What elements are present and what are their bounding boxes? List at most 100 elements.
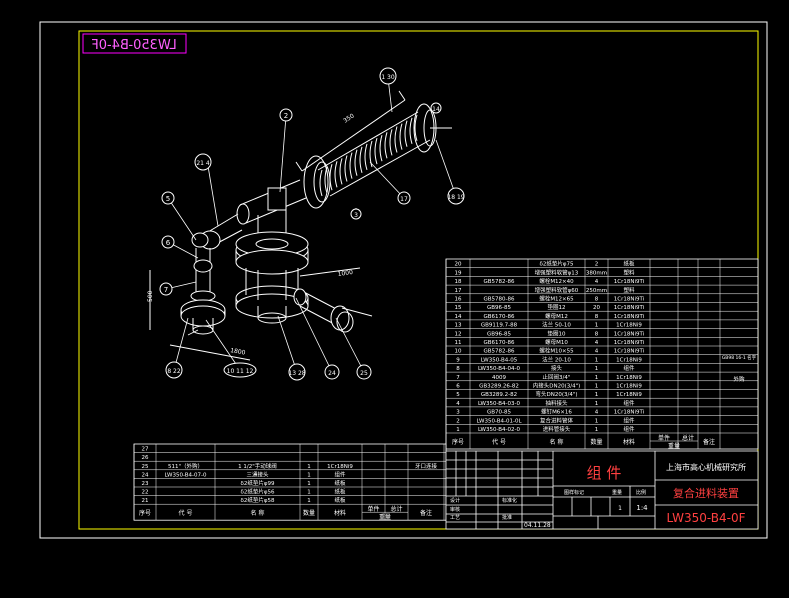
bom-cell-material: 1Cr18Ni9Ti (614, 297, 645, 303)
bom-cell-qty: 1 (595, 418, 599, 424)
tee-body (235, 205, 309, 275)
bom-cell-code: GB6170-86 (483, 340, 515, 346)
bom-cell-material: 纸板 (334, 488, 346, 496)
bom-cell-name: 三通接头 (246, 470, 269, 478)
bom-cell-no: 23 (142, 481, 149, 487)
bom-cell-no: 3 (456, 410, 460, 416)
left-branch (180, 213, 243, 335)
dim-line-top (301, 99, 406, 172)
assembly-label: 组 件 (587, 464, 622, 482)
bom-cell-qty: 1 (595, 392, 599, 398)
bom-cell-qty: 1 (307, 464, 311, 470)
balloon-21-4: 21 4 (194, 153, 212, 171)
bom-cell-code: LW350-B4-03-0 (478, 401, 521, 407)
bom-cell-code: GB5780-86 (483, 297, 515, 303)
bom-cell-no: 5 (456, 392, 460, 398)
bom-cell-no: 8 (456, 366, 460, 372)
bom-cell-no: 6 (456, 384, 460, 390)
balloon-14: 14 (430, 102, 442, 114)
bom-header-total: 总计 (682, 434, 694, 442)
hose-flange (303, 155, 329, 209)
bom-cell-code: GB3289.26-82 (479, 384, 519, 390)
dim-1000: 1000 (337, 269, 353, 278)
balloons: 1 30 2 21 4 5 6 7 8 22 10 11 12 13 28 24… (159, 67, 465, 381)
bom-cell-code: 4009 (492, 375, 506, 381)
bom-cell-qty: 1 (595, 401, 599, 407)
bom-cell-no: 1 (456, 427, 460, 433)
assembly-view (149, 90, 452, 361)
bom-remark-outsourced: 外购 (733, 375, 745, 383)
bom-cell-name: 螺栓M10×55 (539, 347, 574, 355)
bom-cell-no: 25 (142, 464, 149, 470)
bom-cell-name: δ2纸垫片φ99 (241, 479, 275, 487)
bom-cell-code: GB9119.7-88 (481, 323, 518, 329)
scale-label: 比例 (636, 489, 646, 496)
mirrored-code: LW350-B4-0F (91, 38, 177, 53)
spiral-hose (317, 111, 431, 197)
balloon-13-28: 13 28 (288, 363, 306, 381)
bom-header-material: 材料 (334, 509, 346, 517)
bom-cell-qty: 4 (595, 349, 599, 355)
bom-cell-name: 内接头DN20(3/4") (533, 382, 581, 390)
bom-cell-no: 21 (142, 498, 149, 504)
bom-cell-code: GB96-85 (487, 331, 512, 337)
bom-header-remark: 备注 (420, 509, 432, 517)
bom-cell-material: 1Cr18Ni9Ti (614, 314, 645, 320)
balloon-7: 7 (159, 282, 173, 296)
bom-row: 27 (142, 447, 149, 453)
svg-text:10 11 12: 10 11 12 (227, 368, 254, 375)
bom-cell-material: 组件 (623, 399, 635, 407)
bom-cell-qty: 250mm (586, 288, 607, 294)
bom-cell-no: 10 (455, 349, 462, 355)
svg-text:25: 25 (360, 370, 368, 377)
bom-cell-material: 1Cr18Ni9 (616, 392, 642, 398)
bom-cell-qty: 8 (595, 314, 599, 320)
bom-header-remark: 备注 (703, 438, 715, 446)
bom-cell-material: 纸板 (623, 260, 635, 268)
balloon-25: 25 (356, 364, 372, 380)
bom-header-weight: 重量 (379, 513, 391, 521)
bom-cell-qty: 1 (307, 481, 311, 487)
lower-flange-pair (235, 268, 309, 324)
bom-cell-qty: 4 (595, 410, 599, 416)
bom-cell-name: 增强塑料软管φ60 (535, 286, 579, 294)
bom-cell-qty: 1 (595, 427, 599, 433)
drawing-code: LW350-B4-0F (667, 511, 746, 525)
bom-header-name: 名 称 (550, 438, 564, 446)
bom-cell-material: 1Cr18Ni9 (616, 384, 642, 390)
bom-cell-no: 16 (455, 297, 462, 303)
bom-cell-no: 17 (455, 288, 462, 294)
bom-cell-name: 接头 (551, 364, 563, 372)
bom-cell-name: 垫圈12 (548, 303, 566, 311)
weight-label: 重量 (612, 489, 622, 496)
svg-text:2: 2 (284, 112, 288, 120)
svg-text:1 30: 1 30 (381, 74, 395, 81)
bom-cell-material: 塑料 (623, 286, 635, 294)
bom-header-weight: 重量 (668, 442, 680, 450)
balloon-18-19: 18 19 (447, 187, 465, 205)
bom-cell-code: LW350-B4-04-0 (478, 366, 521, 372)
svg-text:14: 14 (432, 106, 440, 113)
balloon-2: 2 (279, 108, 293, 122)
bom-cell-name: 弯头DN20(3/4") (535, 390, 577, 398)
bom-cell-material: 组件 (623, 364, 635, 372)
balloon-1-30: 1 30 (379, 67, 397, 85)
balloon-5: 5 (161, 191, 175, 205)
drawing-name: 复合进料装置 (673, 486, 739, 500)
bom-header-no: 序号 (452, 438, 464, 446)
bom-header-qty: 数量 (590, 438, 602, 446)
balloon-8-22: 8 22 (165, 361, 183, 379)
